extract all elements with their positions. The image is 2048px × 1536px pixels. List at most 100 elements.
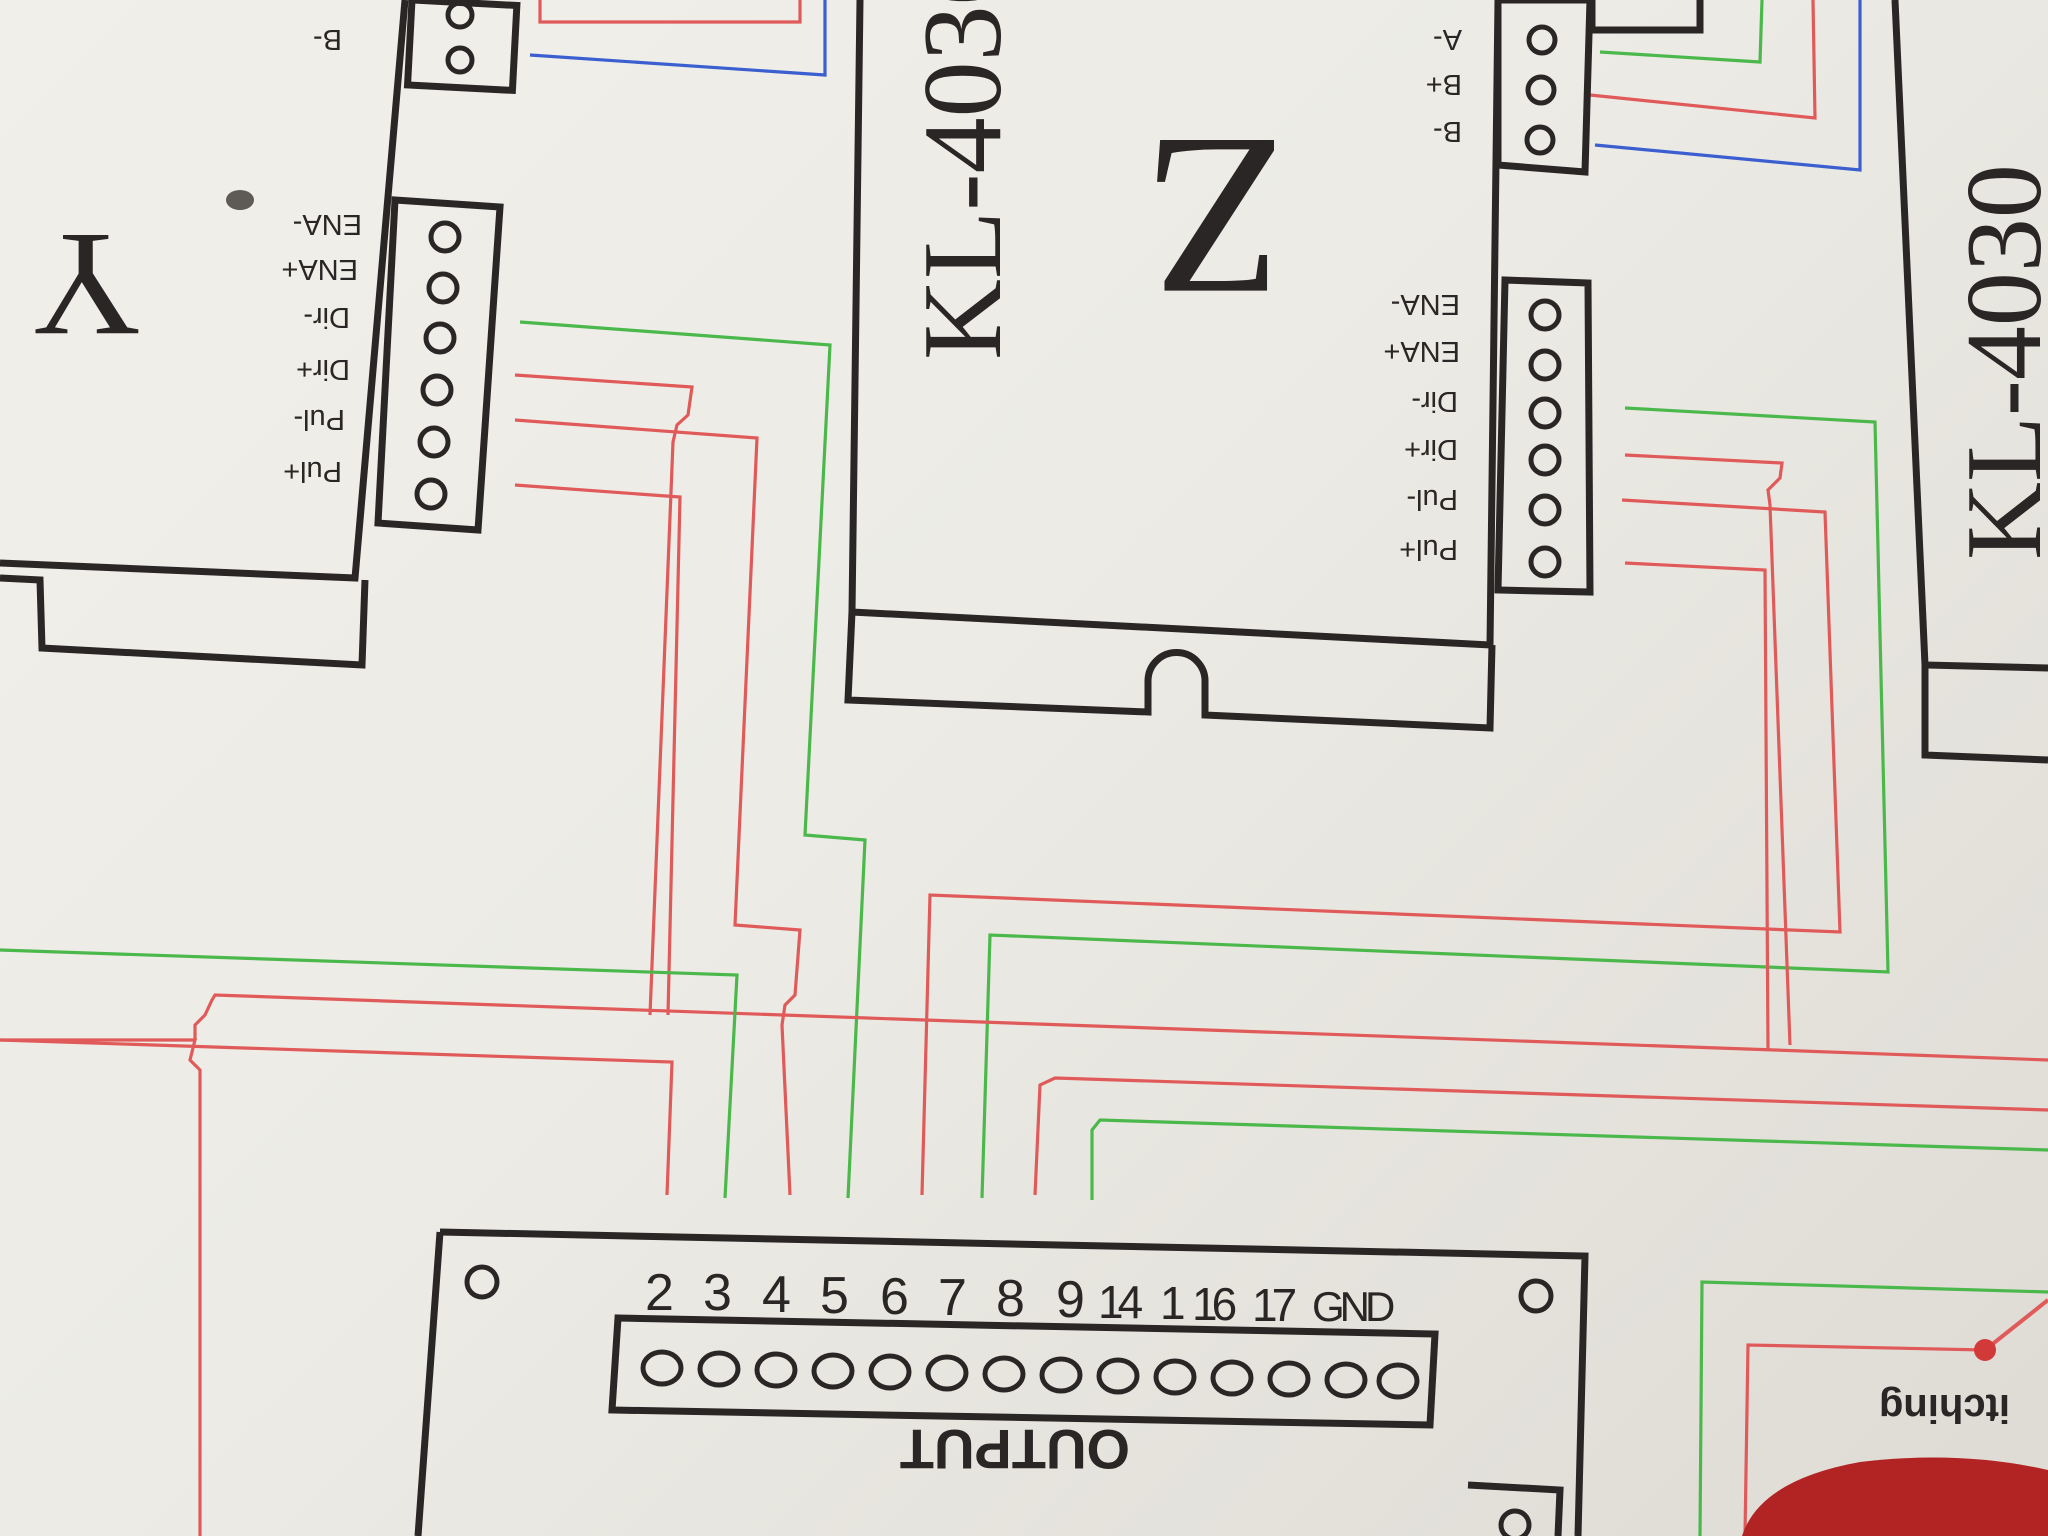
output-pin: [754, 1351, 798, 1389]
wire-y-motor-blue: [529, 0, 827, 77]
z-signal-connector: [1494, 276, 1594, 596]
z-pin-label: Pul-: [1406, 483, 1458, 515]
y-pin-label: Pul+: [283, 455, 342, 487]
wire-left-green: [0, 948, 739, 1199]
z-motor-pin-label: B-: [1433, 115, 1462, 147]
power-connector: [1467, 1481, 1564, 1536]
z-driver-base: [844, 611, 1496, 732]
output-pins: [640, 1349, 1420, 1400]
y-motor-pin: [445, 0, 475, 30]
wire-y-dirplus-red: [514, 373, 694, 1016]
wire-y-pulminus-red: [514, 418, 802, 1196]
y-driver: B- ENA- ENA+ Dir- Dir+ Pul- Pul+ Y: [0, 0, 521, 669]
z-driver-body: [848, 0, 1502, 649]
output-pin: [811, 1352, 855, 1390]
wire-z-motor-green: [1599, 0, 1764, 64]
y-pin-label: ENA+: [281, 253, 358, 285]
z-signal-pin: [1528, 396, 1562, 430]
z-motor-pin: [1525, 74, 1557, 106]
output-pin: [1376, 1362, 1420, 1400]
switch-lever: [1983, 1298, 2048, 1352]
wire-z-pulplus-red: [1624, 561, 1770, 1051]
wire-x-green: [1090, 1118, 2048, 1200]
switch-body: [1742, 1457, 2048, 1536]
z-signal-pin: [1528, 493, 1562, 527]
y-driver-body: [0, 0, 409, 582]
y-signal-pin: [426, 271, 460, 305]
y-signal-pin: [423, 321, 457, 355]
wire-y-pulplus-red: [514, 483, 682, 1016]
wire-x-red-2: [1033, 1076, 2048, 1196]
breakout-board: 2 3 4 5 6 7 8 9 14 1 16 17 GND: [414, 1228, 1589, 1536]
board-outline-left: [414, 1231, 444, 1536]
pin-number: 14: [1098, 1276, 1143, 1328]
output-pin: [982, 1355, 1026, 1393]
x-driver: KL-4030: [1588, 0, 2048, 764]
pin-number: 8: [996, 1270, 1025, 1328]
output-pin: [1324, 1361, 1368, 1399]
switch-label: itching: [1879, 1386, 2010, 1430]
pin-number: 6: [880, 1268, 909, 1326]
z-motor-connector: [1494, 0, 1594, 176]
pin-number: 7: [938, 1269, 967, 1327]
pin-number: 5: [820, 1267, 849, 1325]
y-axis-label: Y: [32, 202, 140, 368]
wire-y-dir-green: [519, 320, 867, 1199]
output-connector: [608, 1314, 1439, 1429]
z-motor-pin-label: A-: [1433, 23, 1462, 55]
y-motor-pin: [445, 45, 475, 75]
y-pin-label: Dir+: [296, 353, 350, 385]
pin-number: 16: [1192, 1278, 1236, 1330]
y-signal-pin: [420, 373, 454, 407]
output-pin: [1210, 1359, 1254, 1397]
ink-smudge: [226, 190, 254, 210]
limit-switch: itching: [1742, 1298, 2048, 1536]
pin-number: 3: [703, 1264, 732, 1322]
wire-left-red: [0, 1038, 202, 1536]
wire-z-dirplus-red: [1624, 453, 1792, 1046]
output-pin: [697, 1350, 741, 1388]
z-signal-pin: [1528, 348, 1562, 382]
output-pin: [1096, 1357, 1140, 1395]
wire-switch-green: [1698, 1280, 2048, 1536]
wire-z-motor-blue: [1594, 0, 1862, 172]
switch-contact: [1974, 1339, 1996, 1361]
z-pin-label: Dir-: [1411, 385, 1458, 417]
z-motor-pin: [1524, 124, 1556, 156]
z-signal-pin: [1528, 298, 1562, 332]
wire-y-motor-red: [538, 0, 802, 24]
output-label: OUTPUT: [900, 1418, 1130, 1481]
z-pin-label: Dir+: [1404, 433, 1458, 465]
power-connector-pin: [1498, 1508, 1532, 1536]
z-pin-label: ENA-: [1391, 288, 1460, 320]
pin-number: 4: [762, 1266, 791, 1324]
z-signal-pin: [1528, 443, 1562, 477]
z-driver-model: KL-4030: [901, 0, 1025, 360]
wire-left-red-2: [0, 1038, 674, 1196]
y-pin-label: Dir-: [303, 301, 350, 333]
pin-number: 17: [1252, 1279, 1296, 1331]
x-motor-connector: [1588, 0, 1704, 34]
output-pin: [925, 1354, 969, 1392]
pin-number: GND: [1312, 1283, 1394, 1330]
y-motor-connector: [403, 0, 521, 95]
z-motor-pin-label: B+: [1426, 68, 1462, 100]
wire-x-red-1: [193, 993, 2048, 1062]
z-pin-label: ENA+: [1383, 335, 1460, 367]
y-signal-pin: [414, 477, 448, 511]
pin-number: 2: [645, 1264, 674, 1322]
z-signal-pin: [1528, 545, 1562, 579]
board-mount-hole: [464, 1264, 500, 1300]
pin-number-row: 2 3 4 5 6 7 8 9 14 1 16 17 GND: [645, 1264, 1399, 1331]
output-pin: [868, 1353, 912, 1391]
wire-switch-red: [1743, 1343, 1986, 1536]
pin-number: 9: [1056, 1271, 1085, 1329]
y-driver-base: [0, 574, 369, 669]
z-pin-label: Pul+: [1399, 533, 1458, 565]
output-pin: [1267, 1360, 1311, 1398]
x-driver-model: KL-4030: [1945, 164, 2048, 560]
output-pin: [1039, 1356, 1083, 1394]
output-pin: [1153, 1358, 1197, 1396]
